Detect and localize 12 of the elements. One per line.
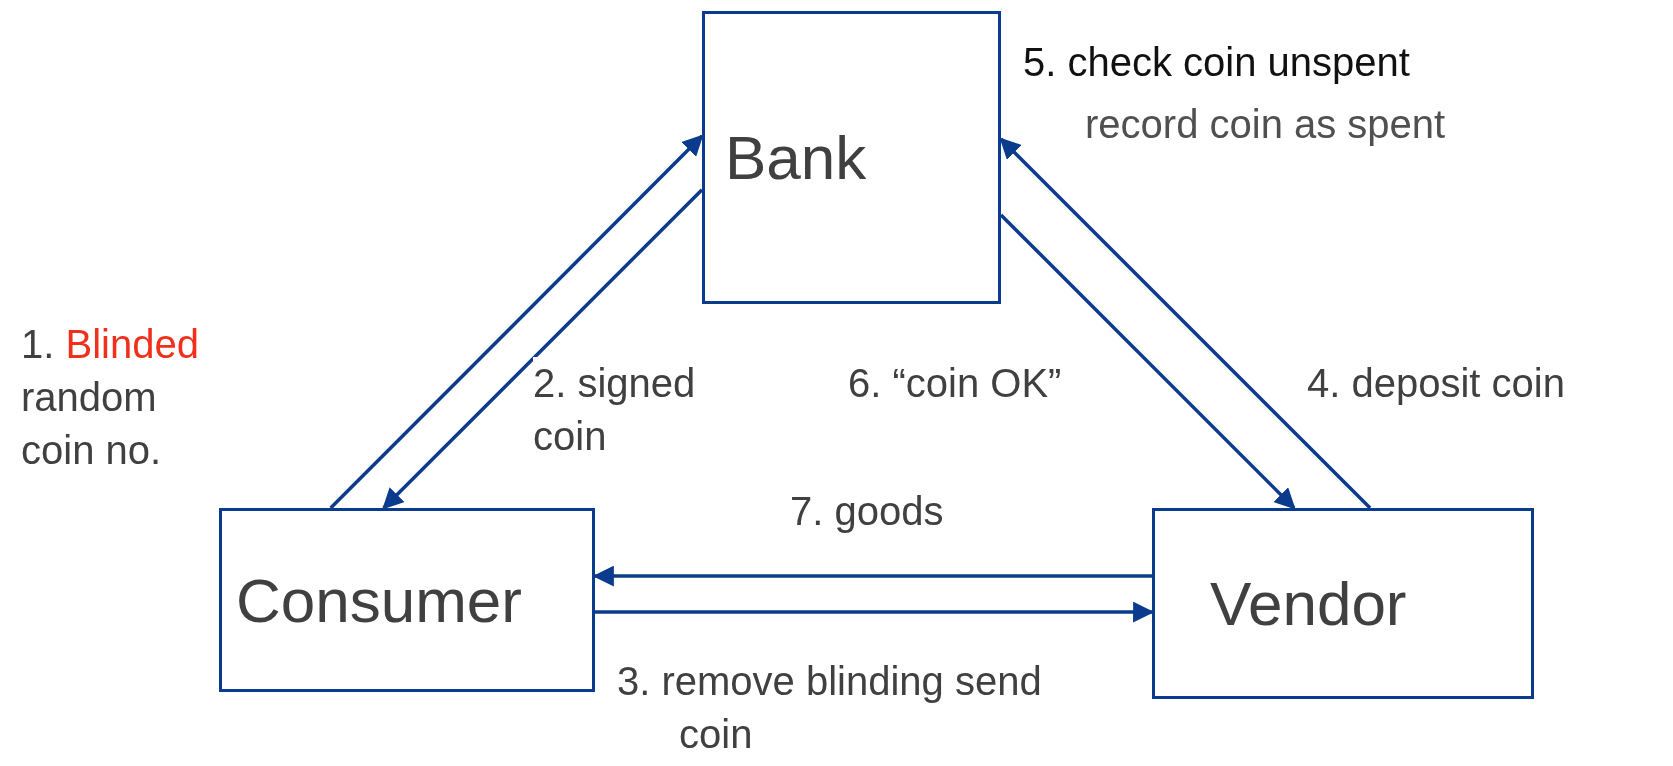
arrow [329,134,704,510]
arrow [999,213,1296,510]
step-note: 5. check coin unspent [1023,40,1410,85]
entity-box [219,508,595,692]
entity-box [1152,508,1534,699]
entity-box [702,11,1001,304]
arrow [382,188,704,510]
node-label: Bank [725,122,867,193]
arrow [999,137,1372,510]
step-note: record coin as spent [1085,102,1446,147]
node-label: Consumer [236,564,522,636]
node-label: Vendor [1210,568,1407,639]
